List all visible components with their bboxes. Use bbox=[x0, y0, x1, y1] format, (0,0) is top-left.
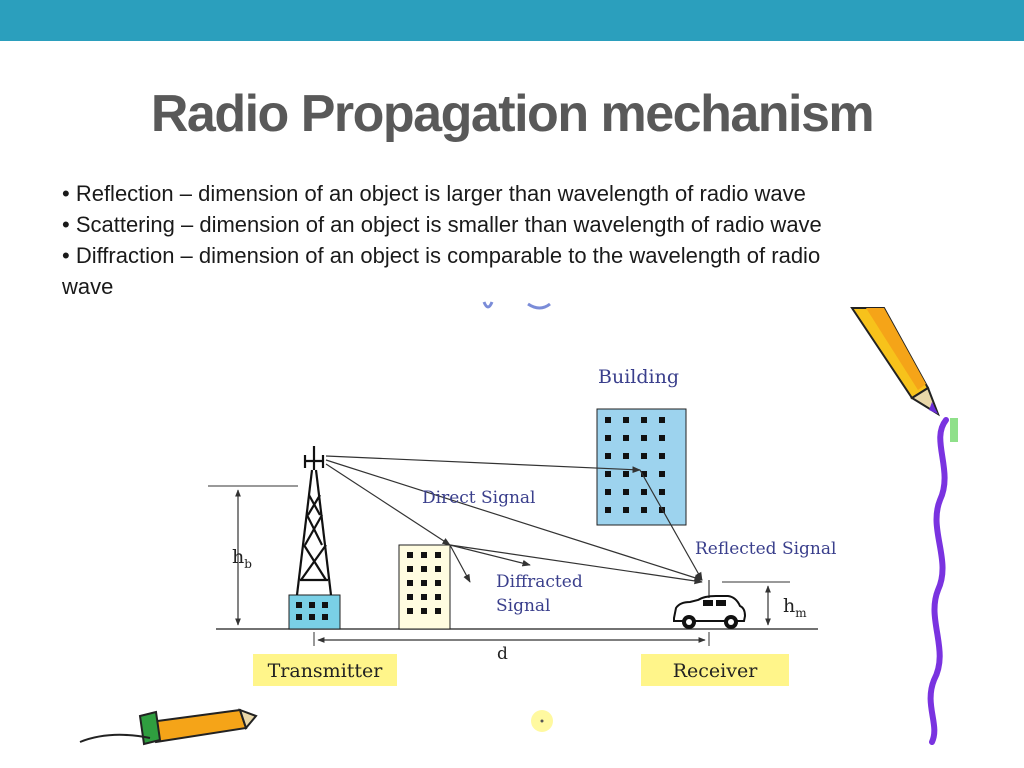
antenna-tower-icon bbox=[295, 446, 333, 596]
transmitter-label-box bbox=[253, 654, 397, 686]
diffraction-incident-ray bbox=[325, 463, 451, 546]
bullet-diffraction-continued: wave bbox=[62, 274, 114, 299]
crayon-icon bbox=[79, 708, 258, 746]
reflected-ray bbox=[639, 469, 703, 581]
hm-label: hm bbox=[783, 595, 807, 620]
diffracted-signal-label-line1: Diffracted bbox=[496, 572, 583, 592]
hb-dimension bbox=[208, 485, 298, 626]
bullet-scattering: • Scattering – dimension of an object is… bbox=[62, 212, 822, 237]
pencil-icon bbox=[850, 307, 940, 417]
direct-signal-ray bbox=[325, 459, 703, 581]
diffracted-ray-1 bbox=[449, 544, 703, 585]
building-label: Building bbox=[598, 366, 679, 388]
small-building bbox=[398, 544, 451, 630]
transmitter-base bbox=[288, 594, 341, 630]
header-bar bbox=[0, 0, 1024, 41]
reflected-signal-label: Reflected Signal bbox=[695, 539, 836, 559]
decorative-mark bbox=[482, 301, 494, 309]
transmitter-label: Transmitter bbox=[268, 660, 384, 682]
diffracted-signal-label-line2: Signal bbox=[496, 596, 551, 616]
bullet-diffraction: • Diffraction – dimension of an object i… bbox=[62, 243, 821, 268]
hm-dimension bbox=[722, 581, 790, 626]
diffracted-ray-2 bbox=[449, 544, 531, 567]
distance-label: d bbox=[497, 644, 508, 664]
diffracted-ray-3 bbox=[449, 544, 471, 583]
slide-title: Radio Propagation mechanism bbox=[150, 85, 875, 143]
receiver-label: Receiver bbox=[673, 660, 758, 682]
signal-rays bbox=[325, 455, 703, 585]
decorative-mark bbox=[950, 418, 958, 442]
distance-dimension bbox=[313, 632, 710, 646]
tall-building bbox=[596, 408, 687, 526]
reflection-incident-ray bbox=[325, 455, 641, 474]
bullet-reflection: • Reflection – dimension of an object is… bbox=[62, 181, 806, 206]
direct-signal-label: Direct Signal bbox=[422, 488, 536, 508]
decorative-squiggle bbox=[927, 417, 949, 745]
bullet-list: • Reflection – dimension of an object is… bbox=[62, 178, 962, 302]
decorative-mark bbox=[527, 302, 551, 310]
car-icon bbox=[673, 580, 747, 629]
receiver-label-box bbox=[641, 654, 789, 686]
hb-label: hb bbox=[232, 546, 252, 571]
